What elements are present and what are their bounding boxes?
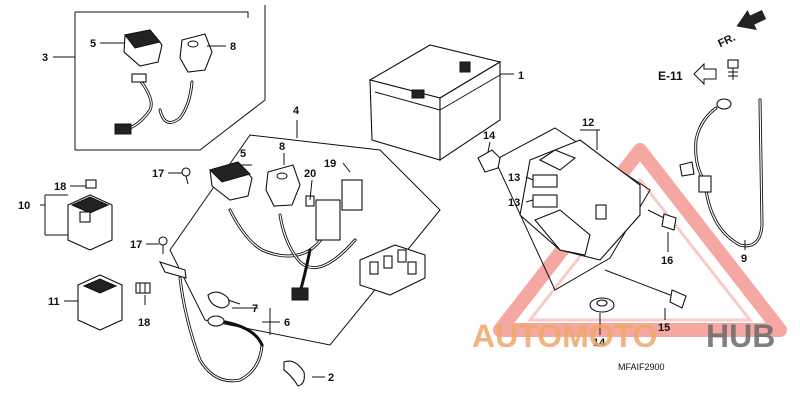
group-3-frame [74,5,266,151]
bolt-17a [181,167,191,185]
callout-18a: 18 [54,181,66,193]
callout-11: 11 [48,296,60,308]
grommet-14b [589,297,615,313]
foam-13a [532,174,558,188]
grommet-14a [477,149,501,173]
harness-4 [228,179,363,301]
callout-8a: 8 [230,41,236,53]
callout-20: 20 [304,168,316,180]
callout-2: 2 [328,372,334,384]
bolt-15 [604,269,687,309]
callout-15: 15 [658,322,670,334]
callout-12: 12 [582,117,594,129]
callout-4: 4 [293,105,300,117]
callout-14b: 14 [593,337,606,349]
callout-17a: 17 [152,168,164,180]
reference-label: E-11 [658,69,683,83]
fuse-18a [85,179,97,189]
callout-9: 9 [741,253,747,265]
group-4-frame [169,120,441,346]
callout-8b: 8 [279,141,285,153]
callout-6: 6 [284,317,290,329]
terminal-cover-5a [123,29,163,67]
callout-1: 1 [518,70,524,82]
terminal-cover-8a [179,33,213,73]
bolt-e11 [727,59,739,80]
direction-label: FR. [716,32,737,50]
positive-cable [679,98,764,248]
reference-arrow-icon [693,62,717,86]
callout-13a: 13 [508,172,520,184]
callout-3: 3 [42,52,48,64]
callout-16: 16 [661,255,673,267]
starter-relay [67,194,113,251]
relay-holder [77,274,123,331]
negative-cable [158,261,264,383]
battery-holder [494,127,651,291]
leader-lines [40,42,746,378]
callout-18b: 18 [138,317,150,329]
bolt-17b [158,236,168,254]
diagram-code: MFAIF2900 [618,362,665,372]
callout-7: 7 [252,303,258,315]
harness-3 [114,73,194,135]
watermark-text-part1: AUTOMOTO [472,318,657,354]
callout-5a: 5 [90,38,96,50]
foam-13b [532,194,558,208]
terminal-cap-7 [207,291,241,309]
battery [368,44,502,162]
band-2 [283,360,305,387]
callout-5b: 5 [240,148,246,160]
callout-19: 19 [324,158,336,170]
terminal-cover-5b [209,161,253,201]
callout-14a: 14 [483,130,496,142]
callout-13b: 13 [508,197,520,209]
callout-10: 10 [18,200,30,212]
watermark-text-part2: HUB [706,318,775,354]
terminal-cover-8b [265,164,301,207]
bolt-16 [647,209,677,231]
callout-17b: 17 [130,239,142,251]
fuse-box-cover [359,244,426,296]
forward-arrow-icon [736,10,767,31]
fuse-18b [135,282,151,294]
watermark-logo: AUTOMOTO HUB [472,318,775,354]
